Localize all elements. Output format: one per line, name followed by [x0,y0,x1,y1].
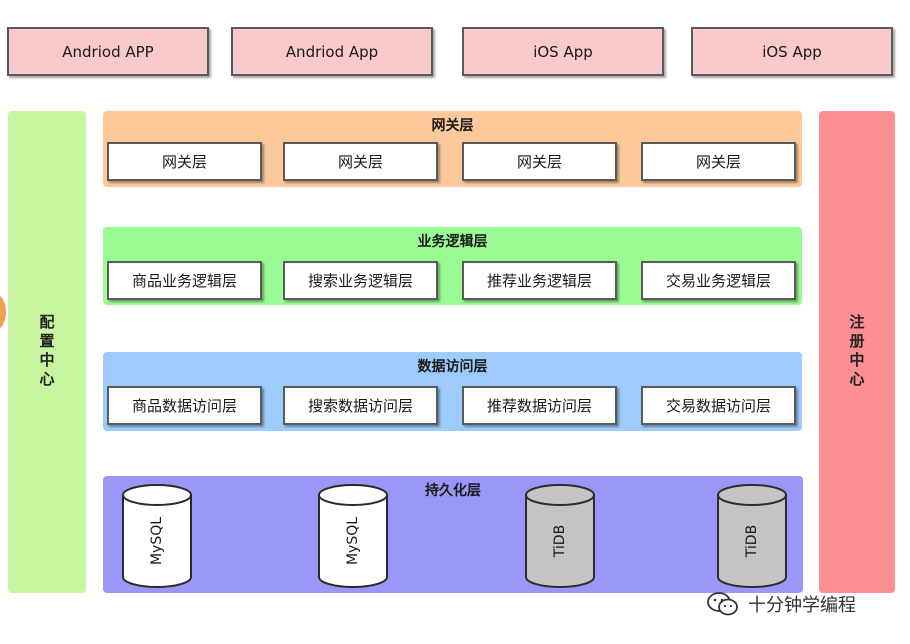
edge-decoration [0,292,6,332]
registry-center-label: 注册中心 [847,314,866,390]
data-access-box: 交易数据访问层 [641,386,796,425]
gateway-box: 网关层 [462,142,617,181]
database-label: TiDB [744,525,760,558]
gateway-box-label: 网关层 [695,153,741,171]
database-label: TiDB [552,525,568,558]
business-box: 推荐业务逻辑层 [462,261,617,300]
client-android-app-2: Andriod App [231,27,433,76]
database-cylinder: MySQL [122,484,192,588]
wechat-icon [707,592,738,616]
business-box-label: 推荐业务逻辑层 [486,272,592,290]
client-label: Andriod APP [62,42,154,61]
gateway-box-label: 网关层 [337,153,383,171]
client-label: iOS App [533,42,593,61]
watermark-text: 十分钟学编程 [748,595,856,616]
persistence-layer: 持久化层 MySQL MySQL TiDB TiDB [103,476,803,593]
client-ios-app-2: iOS App [691,27,893,76]
data-access-layer: 数据访问层 商品数据访问层 搜索数据访问层 推荐数据访问层 交易数据访问层 [103,352,802,431]
database-cylinder: TiDB [525,484,595,588]
business-box: 搜索业务逻辑层 [283,261,438,300]
data-access-box: 搜索数据访问层 [283,386,438,425]
config-center: 配置中心 [8,111,86,593]
gateway-box: 网关层 [283,142,438,181]
watermark: 十分钟学编程 [706,588,856,620]
client-android-app-1: Andriod APP [7,27,209,76]
data-access-box-label: 交易数据访问层 [665,397,771,415]
gateway-layer-title: 网关层 [431,118,474,134]
database-label: MySQL [345,517,361,565]
business-logic-layer-title: 业务逻辑层 [417,234,488,250]
gateway-box-label: 网关层 [516,153,562,171]
data-access-box-label: 商品数据访问层 [131,397,237,415]
business-box: 商品业务逻辑层 [107,261,262,300]
database-cylinder: TiDB [717,484,787,588]
config-center-label: 配置中心 [37,314,56,390]
data-access-box-label: 推荐数据访问层 [486,397,592,415]
data-access-box: 商品数据访问层 [107,386,262,425]
data-access-layer-title: 数据访问层 [417,359,488,375]
persistence-layer-title: 持久化层 [425,483,481,499]
business-box-label: 搜索业务逻辑层 [307,272,413,290]
registry-center: 注册中心 [819,111,895,593]
business-logic-layer: 业务逻辑层 商品业务逻辑层 搜索业务逻辑层 推荐业务逻辑层 交易业务逻辑层 [103,227,802,305]
gateway-box: 网关层 [641,142,796,181]
database-cylinder: MySQL [318,484,388,588]
database-label: MySQL [149,517,165,565]
business-box-label: 商品业务逻辑层 [131,272,237,290]
client-label: iOS App [762,42,822,61]
gateway-layer: 网关层 网关层 网关层 网关层 网关层 [103,111,802,187]
data-access-box: 推荐数据访问层 [462,386,617,425]
client-ios-app-1: iOS App [462,27,664,76]
business-box: 交易业务逻辑层 [641,261,796,300]
gateway-box-label: 网关层 [161,153,207,171]
gateway-box: 网关层 [107,142,262,181]
business-box-label: 交易业务逻辑层 [665,272,771,290]
data-access-box-label: 搜索数据访问层 [307,397,413,415]
client-label: Andriod App [285,42,379,61]
